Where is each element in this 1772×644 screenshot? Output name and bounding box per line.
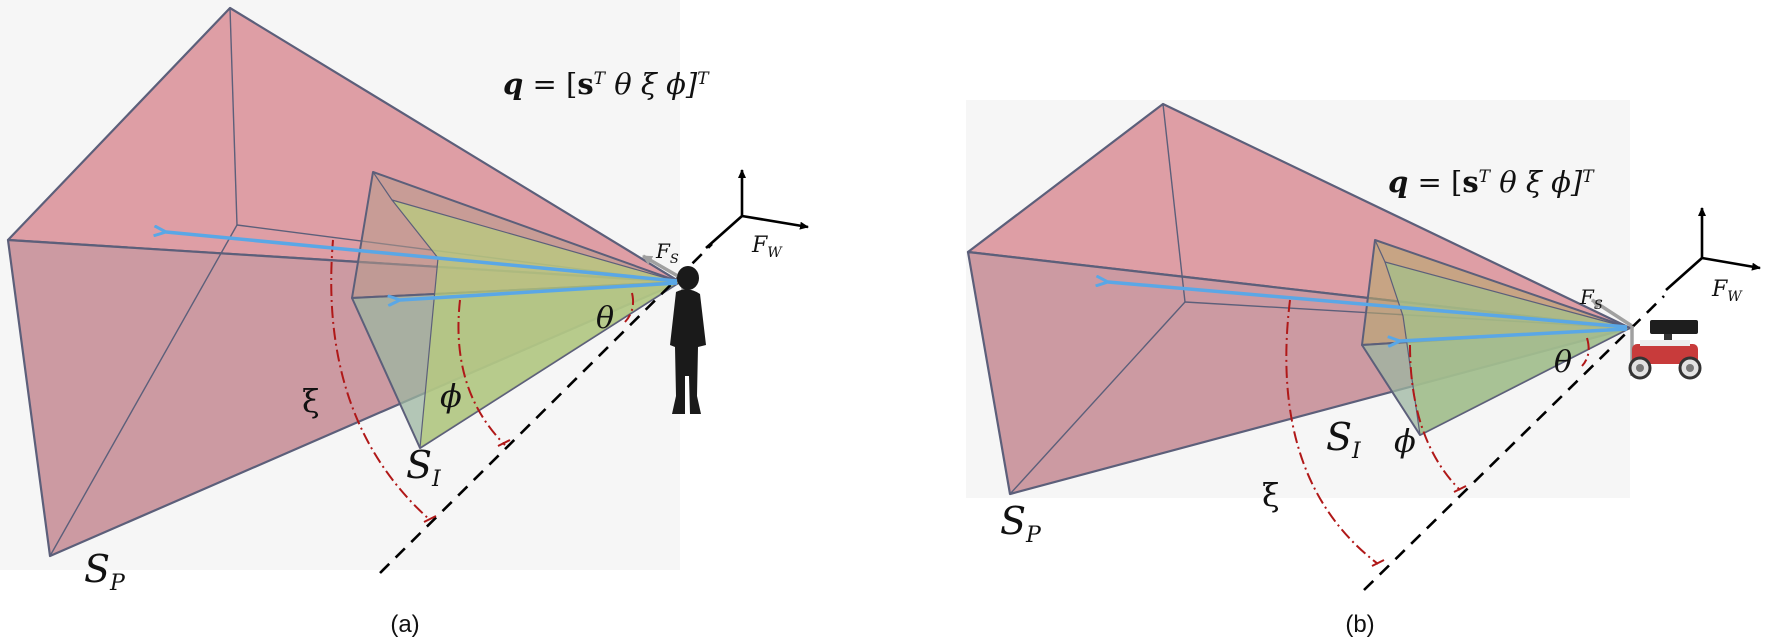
label-xi-b: ξ (1262, 476, 1280, 514)
label-fw-b: FW (1711, 277, 1743, 305)
label-fw-a: FW (751, 233, 783, 261)
phi-angle-arc (1409, 344, 1461, 491)
label-si-b: SI (1326, 415, 1362, 464)
xi-angle-arc (1285, 299, 1379, 565)
angle-arcs (330, 239, 635, 521)
world-frame-fw (1665, 207, 1761, 291)
human-silhouette-icon (670, 266, 706, 414)
panel-a: q = [sT θ ξ ϕ]T SP SI ξ ϕ θ FS FW (a) (0, 0, 809, 638)
panel-b: q = [sT θ ξ ϕ]T SP SI ξ ϕ θ FS FW (b) (966, 100, 1761, 638)
inner-pyramid-si (351, 171, 681, 449)
label-theta-a: θ (596, 301, 614, 336)
label-fs-b: FS (1579, 285, 1603, 313)
theta-angle-arc (624, 292, 635, 323)
ray-inner (400, 281, 678, 300)
label-xi-a: ξ (302, 382, 320, 420)
world-frame-fw (705, 169, 809, 249)
phi-angle-arc (457, 299, 506, 446)
theta-angle-arc (1581, 337, 1590, 367)
label-si-a: SI (406, 443, 442, 492)
mobile-robot-icon (1628, 320, 1702, 380)
equation-b: q = [sT θ ξ ϕ]T (1388, 165, 1595, 199)
ray-inner (1400, 327, 1628, 341)
equation-a: q = [sT θ ξ ϕ]T (503, 67, 710, 101)
label-sp-a: SP (84, 547, 126, 596)
view-rays (166, 232, 678, 300)
caption-a: (a) (390, 611, 419, 638)
reference-axis-dashed (1363, 295, 1665, 591)
ray-outer (1108, 282, 1628, 329)
caption-b: (b) (1345, 611, 1374, 638)
angle-arcs (1285, 299, 1590, 565)
label-theta-b: θ (1554, 345, 1572, 380)
label-phi-b: ϕ (1394, 422, 1416, 460)
ray-outer (166, 232, 678, 283)
label-sp-b: SP (1000, 499, 1042, 548)
label-fs-a: FS (655, 239, 679, 267)
label-phi-a: ϕ (440, 377, 462, 415)
view-rays (1108, 282, 1628, 341)
reference-axis-dashed (379, 243, 713, 574)
xi-angle-arc (330, 239, 431, 521)
inner-pyramid-si (1361, 239, 1631, 436)
